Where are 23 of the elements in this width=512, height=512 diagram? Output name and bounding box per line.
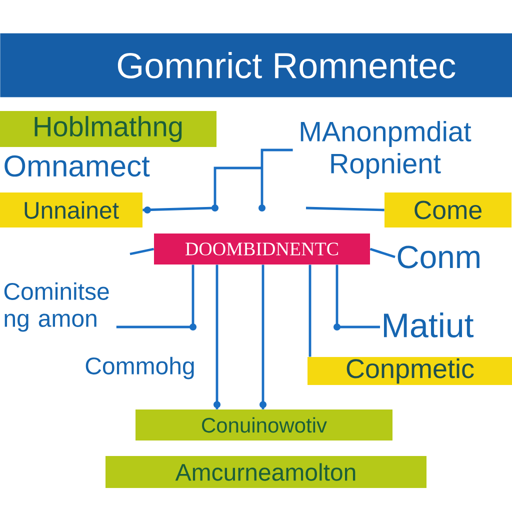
label-box: Conpmetic — [308, 357, 512, 385]
connector — [334, 264, 380, 330]
connector — [142, 148, 294, 214]
label-box: Hoblmathng — [0, 111, 216, 147]
connector — [306, 206, 384, 212]
connector — [130, 248, 154, 256]
side-text: Commohg — [86, 356, 194, 380]
side-text: Matiut — [384, 312, 474, 338]
label-box: Amcurneamolton — [106, 456, 426, 488]
connector — [260, 264, 266, 410]
label-box: Come — [384, 192, 512, 228]
connector — [214, 264, 220, 410]
heading-text: MAnonpmdiat Ropnient — [300, 120, 472, 180]
connector — [116, 264, 196, 330]
side-text: Omnamect — [4, 155, 150, 177]
side-text: Cominitse ng amon — [4, 282, 109, 332]
connector — [308, 264, 312, 357]
title-banner: Gomnrict Romnentec — [0, 33, 512, 98]
connector — [370, 248, 396, 258]
label-box: Conuinowotiv — [136, 410, 392, 440]
side-text: Conm — [398, 246, 480, 268]
center-box: DOOMBIDNENTC — [154, 234, 370, 264]
label-box: Unnainet — [0, 192, 142, 228]
